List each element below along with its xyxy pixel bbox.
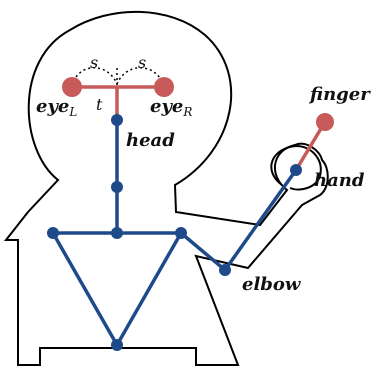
eye-left-label-sub: L — [68, 105, 77, 119]
spacing-label-right: s — [138, 53, 146, 72]
finger-marker — [316, 113, 334, 131]
joint-elbow — [219, 264, 231, 276]
finger-label: finger — [308, 84, 371, 105]
eye-right-label: eyeR — [150, 96, 192, 119]
eye-left-marker — [62, 77, 82, 97]
forearm — [225, 170, 296, 270]
eye-left-label-base: eye — [36, 96, 69, 117]
offset-label: t — [96, 95, 103, 114]
body-silhouette — [6, 12, 328, 365]
eye-right-marker — [154, 77, 174, 97]
elbow-label: elbow — [242, 274, 302, 295]
upper-arm — [181, 233, 225, 270]
joint-shoulder-right — [175, 227, 187, 239]
eye-left-label: eyeL — [36, 96, 77, 119]
hand-label: hand — [314, 170, 365, 191]
joint-neck — [111, 181, 123, 193]
spacing-label-left: s — [90, 53, 98, 72]
eye-right-label-base: eye — [150, 96, 183, 117]
torso-right — [117, 233, 181, 345]
head-label: head — [126, 130, 175, 151]
joint-shoulder-left — [47, 227, 59, 239]
torso-left — [53, 233, 117, 345]
eye-right-label-sub: R — [182, 105, 192, 119]
joint-hip — [111, 339, 123, 351]
joint-chest — [111, 227, 123, 239]
joint-hand — [290, 164, 302, 176]
joint-head — [111, 114, 123, 126]
